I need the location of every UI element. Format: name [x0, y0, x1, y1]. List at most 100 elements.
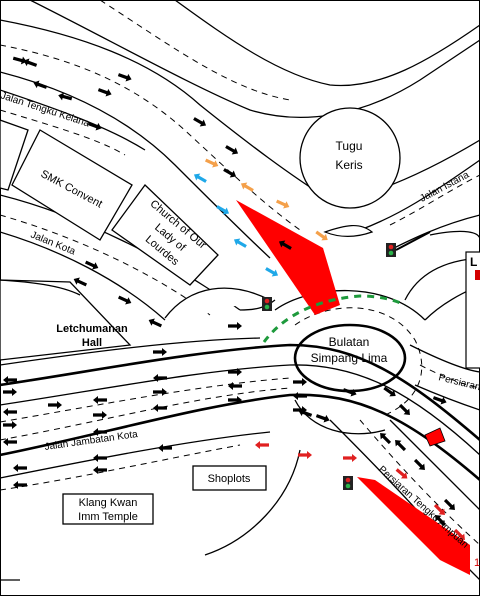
lot-area	[0, 279, 132, 361]
church-building	[111, 184, 219, 286]
road-edge	[0, 89, 146, 151]
roundabout-label-line2: Simpang Lima	[311, 351, 388, 365]
direction-arrow-icon	[225, 145, 239, 155]
direction-arrow-icon	[153, 404, 167, 412]
direction-arrow-icon	[228, 396, 242, 404]
jambatan-kota-edge	[0, 343, 480, 441]
direction-arrow-icon	[435, 515, 447, 527]
lot-edge	[0, 279, 81, 296]
direction-arrow-icon	[193, 173, 207, 183]
roundabout-edge	[274, 289, 426, 321]
shoplots-label: Shoplots	[208, 473, 251, 485]
temple-building	[62, 493, 154, 525]
direction-arrow-icon	[84, 260, 99, 270]
road-closure-marker	[357, 477, 470, 575]
street-label-jambatan-kota: Jalan Jambatan Kota	[44, 429, 139, 453]
direction-arrow-icon	[58, 92, 73, 101]
direction-arrow-icon	[395, 468, 408, 479]
tugu-keris-monument	[299, 107, 401, 209]
road-edge	[0, 19, 331, 201]
road-edge	[0, 231, 166, 321]
direction-arrow-icon	[3, 421, 17, 429]
direction-arrow-icon	[93, 428, 107, 436]
direction-arrow-icon	[3, 388, 17, 396]
jambatan-kota-divider	[0, 364, 480, 456]
building-block	[0, 119, 29, 191]
direction-arrow-icon	[453, 528, 465, 540]
letchumanan-label-line1: Letchumanan	[56, 323, 128, 335]
direction-arrow-icon	[193, 117, 207, 127]
road-edge	[29, 0, 480, 118]
direction-arrow-icon	[33, 80, 48, 89]
road-edge	[409, 344, 480, 373]
legend-number: 1	[474, 557, 480, 569]
direction-arrow-icon	[153, 388, 167, 396]
direction-arrow-icon	[293, 378, 307, 386]
direction-arrow-icon	[93, 411, 107, 419]
direction-arrow-icon	[23, 58, 38, 67]
direction-arrow-icon	[315, 230, 328, 241]
road-edge	[239, 299, 276, 311]
road-edge	[389, 214, 480, 251]
direction-arrow-icon	[158, 444, 172, 452]
direction-arrow-icon	[228, 368, 242, 376]
smk-convent-building	[11, 129, 133, 241]
direction-arrow-icon	[298, 408, 313, 417]
direction-arrow-icon	[117, 73, 132, 82]
direction-arrow-icon	[278, 240, 292, 250]
traffic-light-icon	[343, 476, 353, 490]
road-edge	[204, 449, 301, 556]
direction-arrow-icon	[228, 382, 242, 390]
direction-arrow-icon	[97, 88, 112, 97]
road-edge	[359, 159, 480, 231]
direction-arrow-icon	[395, 440, 407, 452]
lane-divider	[0, 109, 126, 156]
road-network	[0, 0, 480, 581]
direction-arrow-icon	[13, 481, 27, 489]
road-edge	[0, 71, 271, 259]
road-edge	[174, 0, 480, 87]
direction-arrow-icon	[148, 318, 163, 328]
direction-arrow-icon	[432, 396, 447, 405]
direction-arrow-icon	[380, 433, 392, 445]
traffic-light-icon	[386, 231, 431, 257]
lane-divider	[0, 44, 301, 231]
road-closure-marker	[236, 200, 340, 315]
direction-arrow-icon	[3, 376, 17, 384]
lot-edge	[164, 287, 271, 319]
direction-arrow-icon	[228, 322, 242, 330]
road-edge	[389, 419, 480, 511]
shoplots-building	[192, 465, 267, 491]
direction-arrow-icon	[93, 396, 107, 404]
letchumanan-label-line2: Hall	[82, 337, 102, 349]
direction-arrow-icon	[398, 403, 410, 415]
direction-arrow-icon	[265, 267, 279, 277]
direction-arrow-icon	[383, 386, 396, 397]
road-edge	[0, 337, 261, 366]
lane-divider	[389, 174, 480, 226]
road-closures	[236, 200, 470, 575]
street-label-persiaran: Persiaran	[437, 372, 480, 393]
jambatan-kota-edge	[0, 393, 480, 481]
direction-arrow-icon	[315, 414, 330, 423]
legend-partial: L 1	[465, 251, 480, 569]
traffic-lights	[262, 231, 431, 490]
street-label-istana: Jalan Istana	[418, 169, 471, 204]
lane-divider	[0, 377, 291, 423]
direction-arrow-icon	[13, 464, 27, 472]
direction-arrow-icon	[73, 277, 88, 287]
lane-divider	[0, 214, 211, 316]
direction-arrow-icon	[255, 441, 269, 449]
direction-arrow-icon	[216, 205, 230, 215]
legend-red-swatch	[475, 270, 480, 280]
direction-arrow-icon	[93, 466, 107, 474]
traffic-island	[323, 225, 374, 238]
direction-arrow-icon	[343, 454, 357, 462]
tugu-label-line1: Tugu	[336, 139, 363, 153]
direction-arrow-icon	[413, 458, 425, 470]
direction-arrow-icon	[293, 392, 307, 400]
direction-arrow-icon	[87, 122, 102, 131]
direction-arrow-icon	[233, 238, 247, 248]
